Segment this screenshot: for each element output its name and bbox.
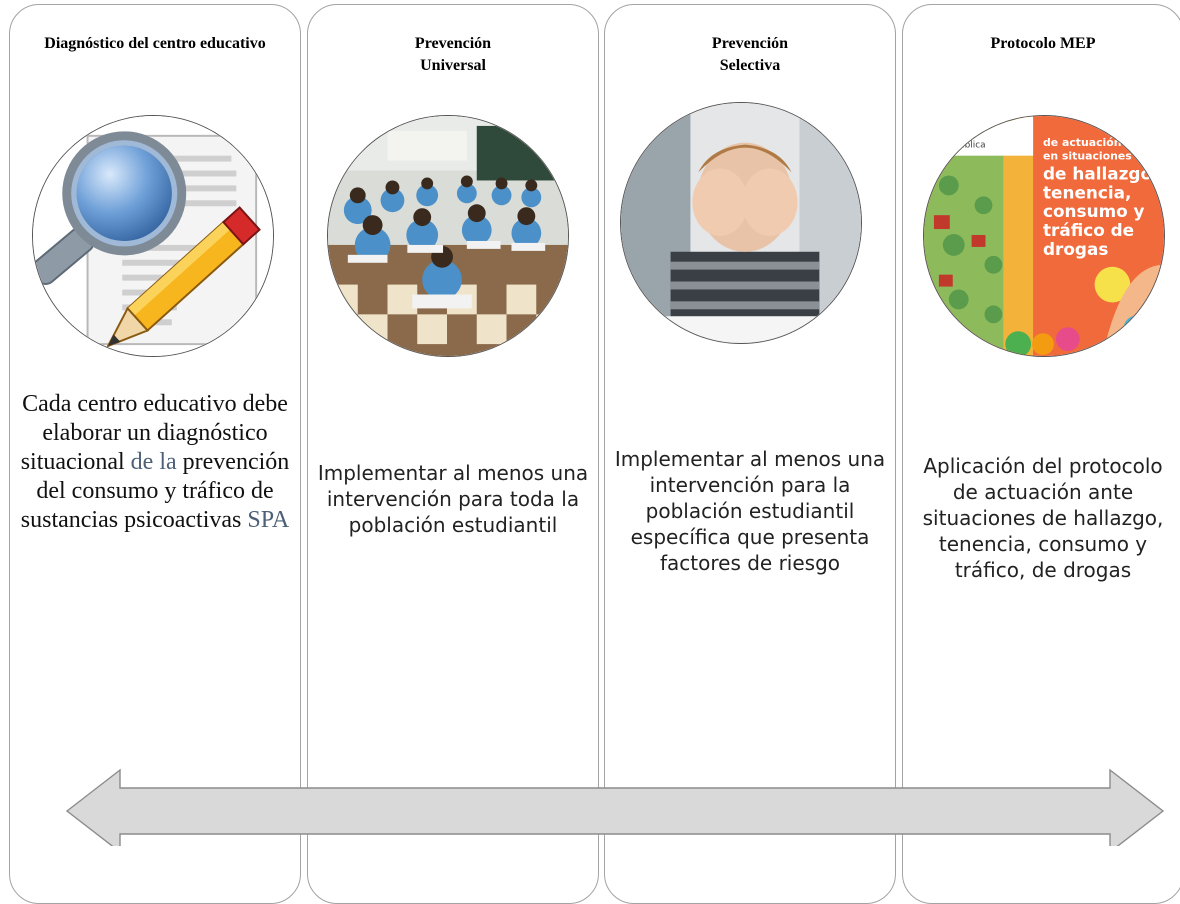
desc-highlight: de la bbox=[130, 449, 177, 475]
column-description: Cada centro educativo debe elaborar un d… bbox=[18, 390, 292, 535]
timeline-double-arrow bbox=[65, 768, 1165, 846]
magnifier-document-pencil-icon bbox=[33, 116, 273, 356]
column-diagnostico: Diagnóstico del centro educativo bbox=[9, 4, 301, 904]
double-arrow-shape bbox=[65, 768, 1165, 846]
column-title: Prevención Selectiva bbox=[605, 33, 895, 77]
classroom-photo bbox=[327, 115, 569, 357]
cover-line: tráfico de bbox=[1043, 220, 1134, 240]
column-protocolo-mep: Protocolo MEP Pública de actuación bbox=[902, 4, 1180, 904]
cover-line: de actuación bbox=[1043, 136, 1122, 149]
title-line: Prevención bbox=[711, 35, 789, 52]
cover-line: consumo y bbox=[1043, 201, 1145, 221]
column-title: Prevención Universal bbox=[308, 33, 598, 77]
desc-text: Cada centro educativo debe elaborar un d… bbox=[20, 391, 288, 475]
column-prevencion-selectiva: Prevención Selectiva Implementar al men bbox=[604, 4, 896, 904]
desc-text: prevención del consumo y tráfico de sust… bbox=[20, 449, 290, 533]
title-line: Selectiva bbox=[719, 57, 781, 74]
column-description: Aplicación del protocolo de actuación an… bbox=[922, 454, 1164, 582]
column-prevencion-universal: Prevención Universal bbox=[307, 4, 599, 904]
column-description: Implementar al menos una intervención pa… bbox=[614, 447, 886, 575]
column-title: Diagnóstico del centro educativo bbox=[44, 35, 266, 52]
cover-badge: Pública bbox=[954, 141, 986, 151]
diagnostic-image bbox=[32, 115, 274, 357]
desc-highlight: SPA bbox=[247, 507, 290, 533]
column-description: Implementar al menos una intervención pa… bbox=[317, 461, 589, 537]
cover-line: drogas bbox=[1043, 239, 1108, 259]
column-title: Protocolo MEP bbox=[990, 35, 1096, 52]
title-line: Universal bbox=[420, 57, 486, 74]
cover-line: en situaciones bbox=[1043, 150, 1132, 163]
cover-line: de hallazgo, bbox=[1043, 163, 1158, 183]
cover-line: tenencia, bbox=[1043, 182, 1131, 202]
title-line: Prevención bbox=[414, 35, 492, 52]
